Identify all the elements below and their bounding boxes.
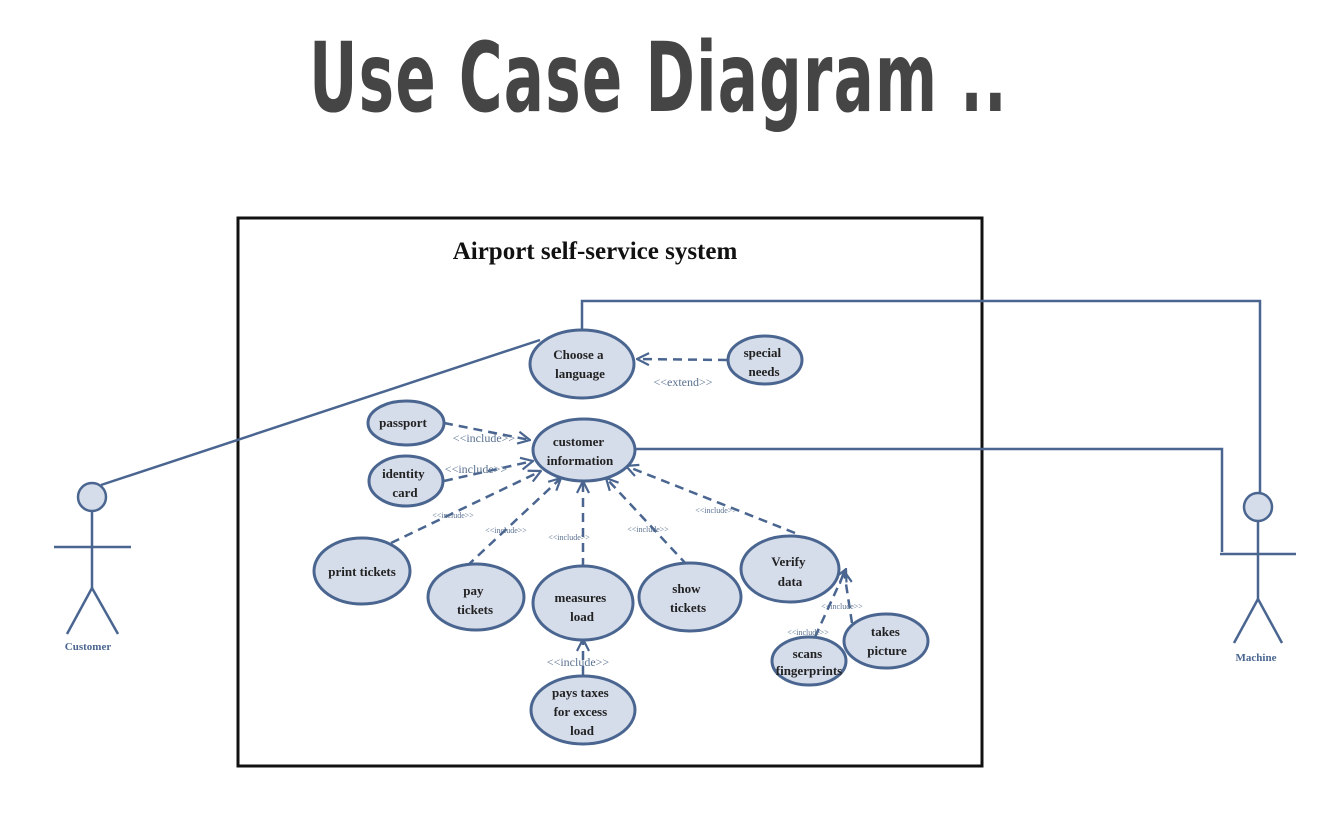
label-show-tickets-line-1: show [672, 581, 701, 596]
label-show-tickets: show tickets [670, 581, 706, 615]
actor-customer-right-leg [90, 587, 120, 635]
label-measures-load-line-2: load [570, 609, 595, 624]
use-case-show-tickets [637, 561, 743, 633]
label-pay-tickets-line-2: tickets [457, 602, 493, 617]
actor-machine-left-leg [1232, 598, 1260, 644]
label-measures-load-line-1: measures [554, 590, 606, 605]
label-verify-data-line-2: data [778, 574, 803, 589]
actor-machine-label: Machine [1236, 652, 1277, 664]
label-choose-language-line-1: Choose a [553, 347, 604, 362]
actor-customer-head [76, 481, 108, 513]
label-pays-taxes-line-2: for excess [554, 704, 608, 719]
use-case-choose-language [528, 328, 636, 400]
label-choose-language-line-2: language [555, 366, 605, 381]
include-label-show-tickets: <<include>> [627, 525, 669, 534]
label-scans-fingerprints-line-1: scans [793, 646, 823, 661]
association-lines [100, 299, 1262, 552]
use-case-labels: Choose a language special needs passport… [328, 345, 907, 738]
use-case-special-needs [726, 334, 804, 386]
include-label-scans-fingerprints: <<include>> [787, 628, 829, 637]
label-special-needs-line-1: special [744, 345, 782, 360]
label-special-needs-line-2: needs [748, 364, 779, 379]
include-arrow-print-tickets [390, 471, 541, 545]
label-pay-tickets: pay tickets [457, 583, 493, 617]
use-case-takes-picture [842, 612, 930, 670]
label-choose-language: Choose a language [553, 347, 606, 381]
include-label-pays-taxes: <<include>> [547, 655, 610, 669]
label-identity-card: identity card [382, 466, 428, 500]
label-passport-line-1: passport [379, 415, 427, 430]
actor-machine-head [1242, 491, 1274, 523]
use-case-print-tickets [312, 536, 412, 606]
include-label-print-tickets: <<include>> [432, 511, 474, 520]
system-boundary [236, 216, 984, 768]
include-label-identity-card: <<include>> [445, 462, 508, 476]
include-arrow-pay-tickets [466, 478, 561, 567]
label-print-tickets: print tickets [328, 564, 396, 579]
label-pays-taxes: pays taxes for excess load [552, 685, 612, 738]
label-customer-information-line-1: customer [553, 434, 604, 449]
use-case-pays-taxes [529, 674, 637, 746]
include-label-pay-tickets: <<include>> [485, 526, 527, 535]
use-case-measures-load [531, 564, 635, 642]
include-arrow-identity-card [443, 461, 533, 483]
include-label-takes-picture: <<include>> [821, 602, 863, 611]
label-show-tickets-line-2: tickets [670, 600, 706, 615]
label-pays-taxes-line-1: pays taxes [552, 685, 609, 700]
include-label-verify-data: <<include>> [695, 506, 737, 515]
use-case-passport [366, 399, 446, 447]
label-special-needs: special needs [744, 345, 785, 379]
actor-machine [1220, 491, 1296, 644]
label-passport: passport [379, 415, 427, 430]
label-identity-card-line-2: card [392, 485, 418, 500]
label-measures-load: measures load [554, 590, 609, 624]
include-arrow-takes-picture [844, 571, 854, 624]
dependency-arrows [390, 359, 854, 675]
label-takes-picture-line-1: takes [871, 624, 900, 639]
association-machine-customer-information [634, 447, 1224, 552]
use-case-identity-card [367, 454, 445, 508]
actor-customer-label: Customer [65, 641, 112, 653]
label-pays-taxes-line-3: load [570, 723, 595, 738]
slide-title: Use Case Diagram .. [309, 22, 1008, 134]
label-takes-picture-line-2: picture [867, 643, 907, 658]
label-takes-picture: takes picture [867, 624, 907, 658]
use-case-pay-tickets [426, 562, 526, 632]
system-title: Airport self-service system [453, 238, 738, 265]
relation-labels: <<extend>> <<include>> <<include>> <<inc… [432, 375, 863, 669]
include-arrow-verify-data [626, 466, 796, 535]
label-scans-fingerprints: scans fingerprints [776, 646, 842, 678]
include-arrow-show-tickets [606, 478, 688, 566]
label-print-tickets-line-1: print tickets [328, 564, 396, 579]
use-case-scans-fingerprints [770, 635, 848, 687]
association-machine-choose-language [580, 299, 1262, 492]
actor-customer-left-leg [65, 587, 94, 635]
extend-label: <<extend>> [653, 375, 712, 389]
label-verify-data: Verify data [771, 554, 808, 589]
include-label-measures-load: <<include>> [548, 533, 590, 542]
association-customer-choose-language [100, 338, 541, 487]
label-scans-fingerprints-line-2: fingerprints [776, 663, 842, 678]
use-case-customer-information [531, 417, 637, 483]
label-pay-tickets-line-1: pay [463, 583, 484, 598]
label-identity-card-line-1: identity [382, 466, 425, 481]
use-case-ellipses [312, 328, 930, 746]
label-customer-information: customer information [547, 434, 614, 468]
actor-machine-right-leg [1256, 598, 1284, 644]
use-case-verify-data [739, 534, 841, 604]
extend-arrow-special-needs [637, 359, 728, 360]
include-label-passport: <<include>> [453, 431, 516, 445]
actor-customer [54, 481, 131, 635]
label-customer-information-line-2: information [547, 453, 614, 468]
label-verify-data-line-1: Verify [771, 554, 806, 569]
